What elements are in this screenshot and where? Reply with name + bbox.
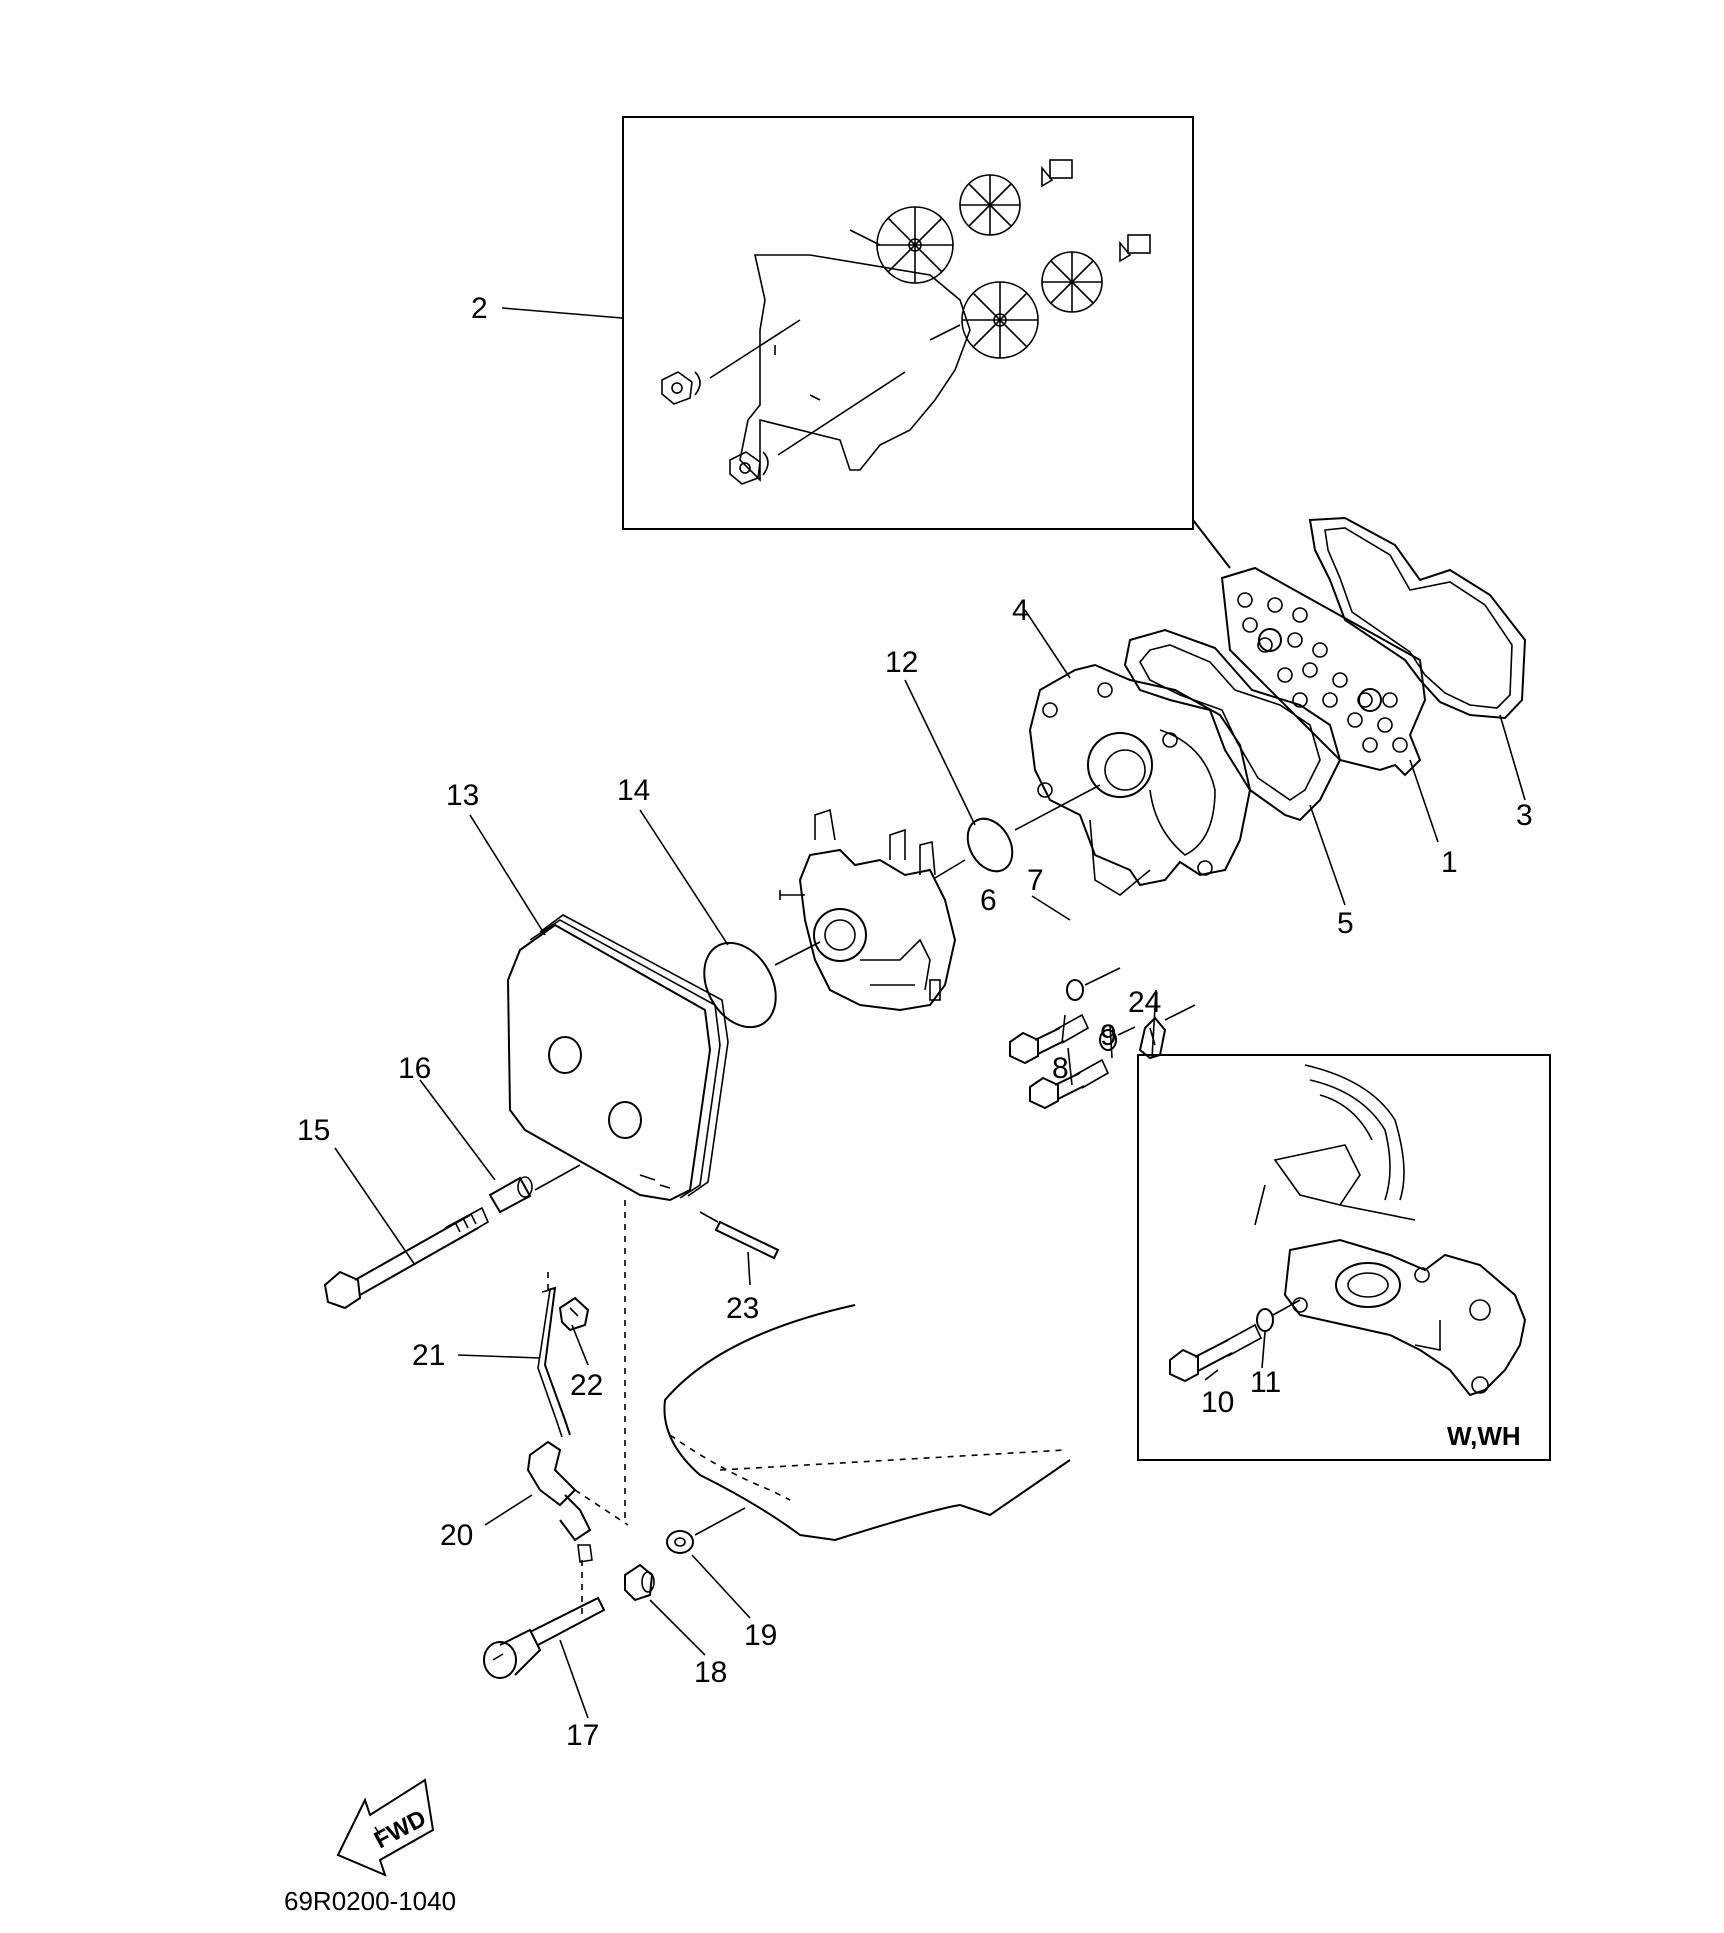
- washer-7: [1066, 967, 1121, 1001]
- fwd-arrow-icon: [336, 1778, 435, 1877]
- knob-17: [483, 1596, 606, 1679]
- label-18: 18: [694, 1656, 727, 1689]
- w-wh-inset: [1137, 1054, 1551, 1461]
- label-24: 24: [1128, 986, 1161, 1019]
- intake-manifold: [1028, 663, 1252, 896]
- label-8: 8: [1052, 1052, 1069, 1085]
- label-9: 9: [1100, 1019, 1117, 1052]
- label-10: 10: [1201, 1386, 1234, 1419]
- bolt-10: [1169, 1323, 1263, 1383]
- label-23: 23: [726, 1292, 759, 1325]
- label-3: 3: [1516, 799, 1533, 832]
- grommet-18: [624, 1563, 655, 1602]
- screw-icon: [1041, 159, 1073, 188]
- bolt-6: [1009, 1013, 1090, 1065]
- label-4: 4: [1012, 594, 1029, 627]
- nut-washer-icon: [729, 371, 906, 485]
- leader-lines: [334, 307, 1526, 1719]
- reed-stopper-icon: [1041, 251, 1103, 313]
- bolt-15: [323, 1206, 490, 1310]
- label-14: 14: [617, 774, 650, 807]
- label-11: 11: [1250, 1366, 1281, 1399]
- bolt-8: [1029, 1058, 1110, 1110]
- label-7: 7: [1027, 864, 1044, 897]
- reed-plate: [1220, 566, 1427, 777]
- label-22: 22: [570, 1369, 603, 1402]
- part-labels: 2 1 3 4 5 12 13 14 7 6 8 9 24 16 15 23 2…: [284, 292, 1533, 1916]
- carburetor: [779, 808, 957, 1012]
- washer-19: [666, 1507, 746, 1554]
- choke-rod-21: [537, 1286, 571, 1438]
- gasket-outer: [1308, 516, 1527, 720]
- label-19: 19: [744, 1619, 777, 1652]
- label-12: 12: [885, 646, 918, 679]
- label-2: 2: [471, 292, 488, 325]
- label-15: 15: [297, 1114, 330, 1147]
- nut-washer-icon: [661, 319, 801, 405]
- reed-petal-icon: [876, 206, 954, 284]
- choke-lever-20: [526, 1440, 629, 1563]
- washer-11: [1256, 1299, 1301, 1332]
- label-6: 6: [980, 884, 997, 917]
- label-13: 13: [446, 779, 479, 812]
- label-20: 20: [440, 1519, 473, 1552]
- fwd-label: FWD: [370, 1805, 431, 1854]
- reed-valve-inset: [622, 116, 1231, 569]
- clip-22: [558, 1296, 590, 1332]
- bottom-cowling: [663, 1304, 1071, 1542]
- gasket-inner: [1123, 628, 1342, 822]
- label-16: 16: [398, 1052, 431, 1085]
- pin-23: [699, 1211, 780, 1260]
- silencer: [506, 914, 729, 1202]
- washer-9: [1099, 1026, 1136, 1051]
- gasket-14: [703, 941, 821, 1029]
- inset-label: W,WH: [1447, 1421, 1521, 1451]
- screw-icon: [1119, 234, 1151, 263]
- drawing-code: 69R0200-1040: [284, 1886, 456, 1916]
- label-5: 5: [1337, 907, 1354, 940]
- reed-petal-icon: [961, 281, 1039, 359]
- label-21: 21: [412, 1339, 445, 1372]
- label-1: 1: [1441, 846, 1458, 879]
- collar-16: [488, 1164, 581, 1214]
- label-17: 17: [566, 1719, 599, 1752]
- o-ring-12: [934, 784, 1101, 879]
- reed-stopper-icon: [959, 174, 1021, 236]
